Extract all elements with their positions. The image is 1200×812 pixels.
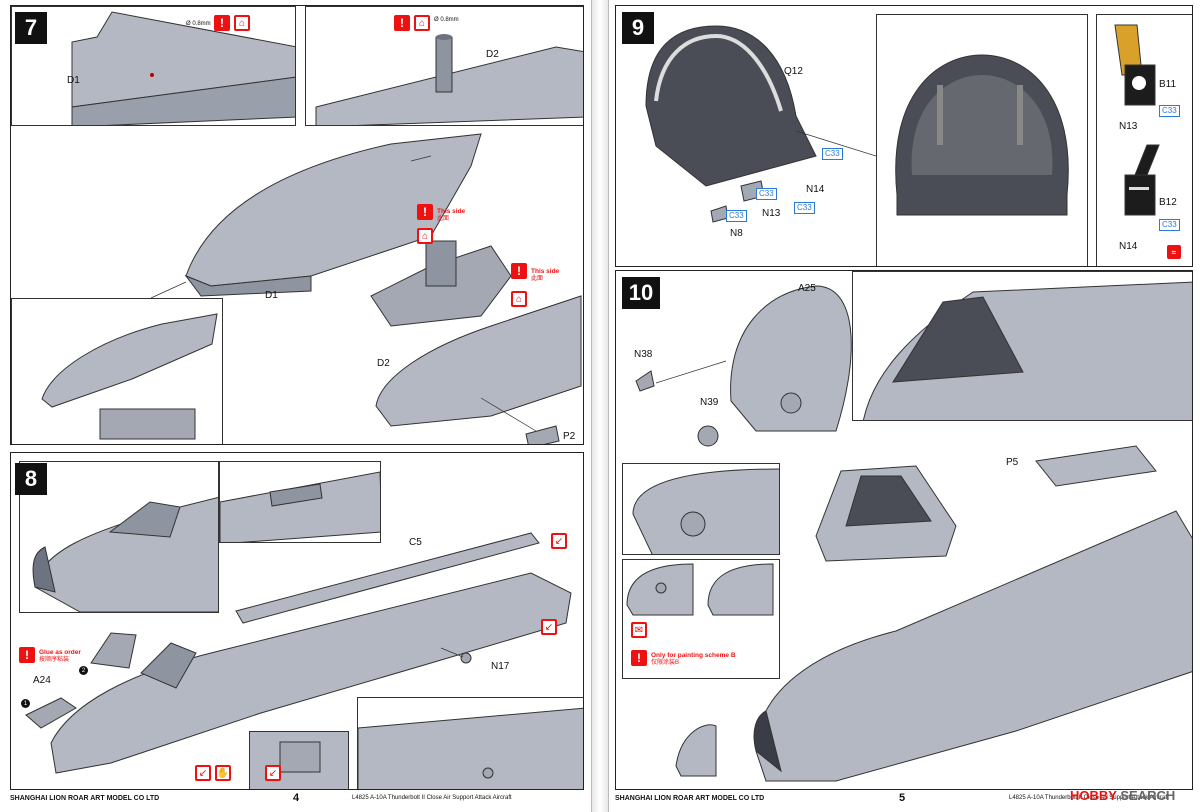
part-label-n13: N13 <box>762 208 781 219</box>
d1-detail-inset <box>11 298 223 444</box>
canopy-rail-inset <box>219 461 381 543</box>
d2-interior-drawing <box>315 34 583 125</box>
watermark: HOBBY SEARCH <box>1070 788 1175 803</box>
watermark-brand-a: HOBBY <box>1070 788 1117 803</box>
part-label-d2: D2 <box>377 358 390 369</box>
part-label-a24: A24 <box>33 675 51 686</box>
watermark-brand-b: SEARCH <box>1120 788 1176 803</box>
canopy-rear-drawing <box>895 54 1069 216</box>
canopy-frame-drawing <box>645 25 876 223</box>
paint-side-icon: ⌂ <box>511 291 527 307</box>
color-code-c33: C33 <box>756 188 777 200</box>
d1-interior-drawing <box>71 11 295 125</box>
canopy-rail-drawing <box>220 471 380 542</box>
radome-detail-inset <box>622 463 780 555</box>
step-9-number: 9 <box>622 12 654 44</box>
d2-drill-inset: ! ⌂ Ø 0.8mm D2 <box>305 6 583 126</box>
drill-icon: ⌂ <box>414 15 430 31</box>
canopy-rear-inset <box>876 14 1088 266</box>
instruction-page-right: 9 Q12 N14 N13 N8 C33 C33 C33 C33 <box>608 0 1200 812</box>
color-code-c33: C33 <box>1159 105 1180 117</box>
instruction-page-left: 7 Ø 0.8mm ! ⌂ D1 ! ⌂ Ø 0.8mm D2 <box>0 0 592 812</box>
panel-detail-drawing-1 <box>250 732 348 789</box>
footer-company: SHANGHAI LION ROAR ART MODEL CO LTD <box>615 795 765 802</box>
cockpit-detail-drawing <box>32 496 218 612</box>
order-marker-2: 2 <box>79 666 88 675</box>
order-marker-1: 1 <box>21 699 30 708</box>
d1-drill-inset: Ø 0.8mm ! ⌂ D1 <box>11 6 296 126</box>
scheme-b-drawing <box>626 563 774 616</box>
panel-detail-drawing-2 <box>358 707 583 789</box>
part-label-n8: N8 <box>730 228 743 239</box>
color-code-c33: C33 <box>726 210 747 222</box>
radome-detail-drawing <box>632 468 779 554</box>
nose-assembly-drawing <box>635 285 1192 782</box>
part-label-n14-detail: N14 <box>1119 241 1138 252</box>
caution-icon: ! <box>394 15 410 31</box>
part-label-d1: D1 <box>265 290 278 301</box>
windshield-inset <box>852 271 1192 421</box>
color-code-c33: C33 <box>1159 219 1180 231</box>
panel-detail-inset-1 <box>249 731 349 789</box>
footer-company: SHANGHAI LION ROAR ART MODEL CO LTD <box>10 795 160 802</box>
caution-icon: ! <box>511 263 527 279</box>
instrument-detail-inset: B11 C33 N13 B12 C33 N14 ≈ <box>1096 14 1192 266</box>
drill-size-label-1: Ø 0.8mm <box>186 21 211 27</box>
instrument-detail-drawing <box>1114 24 1160 216</box>
footer-product: L4825 A-10A Thunderbolt II Close Air Sup… <box>1009 795 1169 801</box>
cement-icon: ↙ <box>195 765 211 781</box>
cockpit-detail-inset <box>19 461 219 613</box>
step-7-number: 7 <box>15 12 47 44</box>
hand-press-icon: ✋ <box>215 765 231 781</box>
part-label-n39: N39 <box>700 397 719 408</box>
caution-icon: ! <box>417 204 433 220</box>
paint-side-icon: ⌂ <box>417 228 433 244</box>
part-label-d1-top: D1 <box>67 75 80 86</box>
page-number: 4 <box>293 792 300 804</box>
cement-icon: ↙ <box>541 619 557 635</box>
step-10-number: 10 <box>622 277 660 309</box>
windshield-drawing <box>862 281 1192 420</box>
decal-water-icon: ≈ <box>1167 245 1181 259</box>
part-label-n13-detail: N13 <box>1119 121 1138 132</box>
caution-icon: ! <box>631 650 647 666</box>
step-9-panel: 9 Q12 N14 N13 N8 C33 C33 C33 C33 <box>615 5 1193 267</box>
part-label-q12: Q12 <box>784 66 803 77</box>
step-7-panel: 7 Ø 0.8mm ! ⌂ D1 ! ⌂ Ø 0.8mm D2 <box>10 5 584 445</box>
color-code-c33: C33 <box>822 148 843 160</box>
step-10-panel: 10 A25 N38 N39 P5 <box>615 270 1193 790</box>
step-8-panel: 8 <box>10 452 584 790</box>
part-label-d2-top: D2 <box>486 49 499 60</box>
part-label-a25: A25 <box>798 283 816 294</box>
part-label-b12: B12 <box>1159 197 1177 208</box>
caution-icon: ! <box>19 647 35 663</box>
caution-icon: ! <box>214 15 230 31</box>
cement-icon: ↙ <box>551 533 567 549</box>
d1-detail-drawing <box>41 313 218 440</box>
part-label-p5: P5 <box>1006 457 1019 468</box>
drill-icon: ⌂ <box>234 15 250 31</box>
part-label-b11: B11 <box>1159 79 1177 90</box>
part-label-n17: N17 <box>491 661 510 672</box>
drill-size-label-2: Ø 0.8mm <box>434 17 459 23</box>
panel-detail-inset-2 <box>357 697 583 789</box>
step-8-number: 8 <box>15 463 47 495</box>
part-label-n14: N14 <box>806 184 825 195</box>
cement-icon: ↙ <box>265 765 281 781</box>
page-number: 5 <box>899 792 906 804</box>
remove-part-icon: ✉ <box>631 622 647 638</box>
page-gutter <box>592 0 608 812</box>
part-label-p2: P2 <box>563 431 576 442</box>
footer-product: L4825 A-10A Thunderbolt II Close Air Sup… <box>352 795 512 801</box>
assembly-drawing <box>25 532 572 774</box>
color-code-c33: C33 <box>794 202 815 214</box>
part-label-n38: N38 <box>634 349 653 360</box>
part-label-c5: C5 <box>409 537 422 548</box>
